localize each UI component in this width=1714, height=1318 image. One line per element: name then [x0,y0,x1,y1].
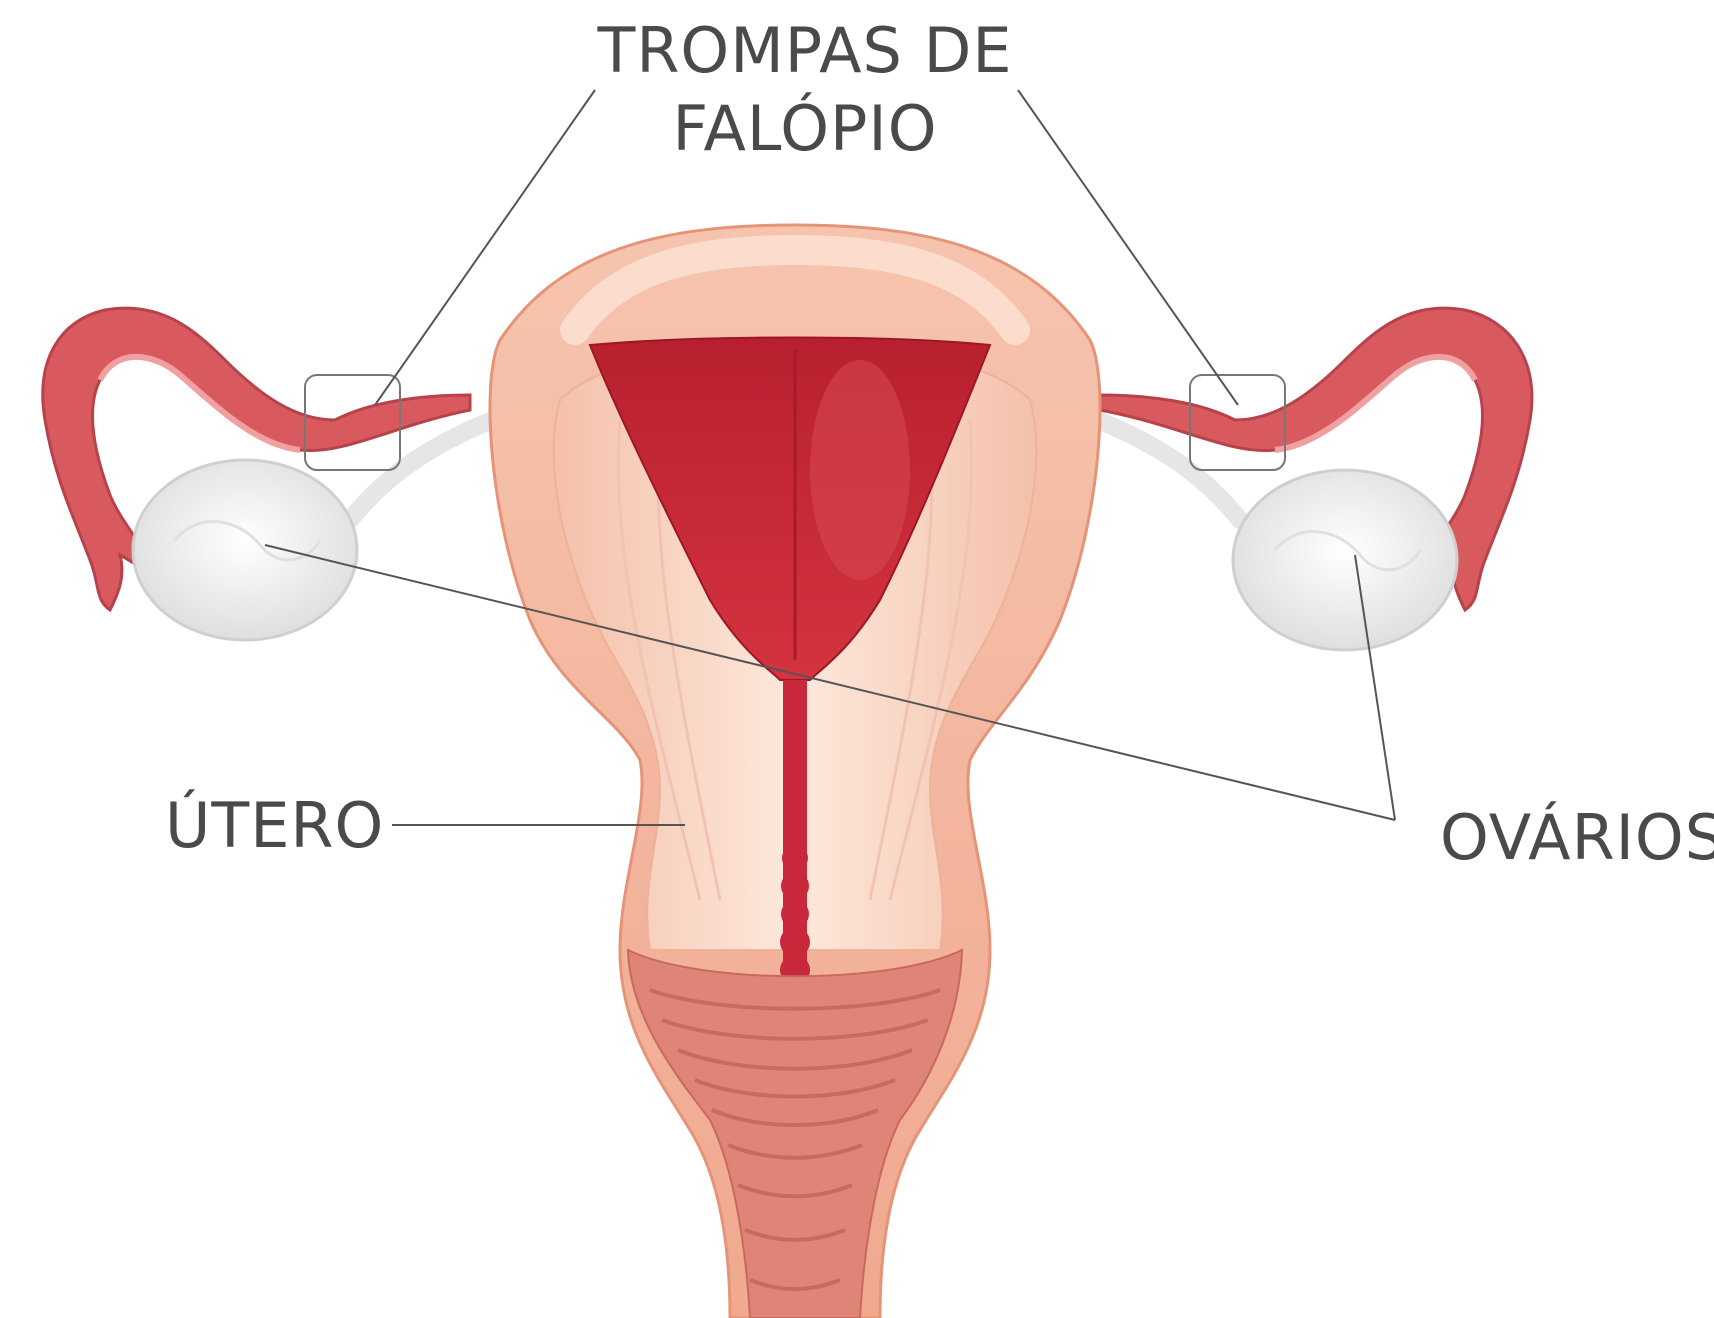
fallopian-tubes-label-line1: TROMPAS DE [585,12,1025,90]
fallopian-tubes-label-line2: FALÓPIO [585,90,1025,168]
ovaries-label: OVÁRIOS [1440,807,1714,869]
right-ovary [1233,470,1457,650]
uterus-label: ÚTERO [165,795,384,857]
left-ovary [133,460,357,640]
fallopian-tubes-label: TROMPAS DE FALÓPIO [585,12,1025,168]
